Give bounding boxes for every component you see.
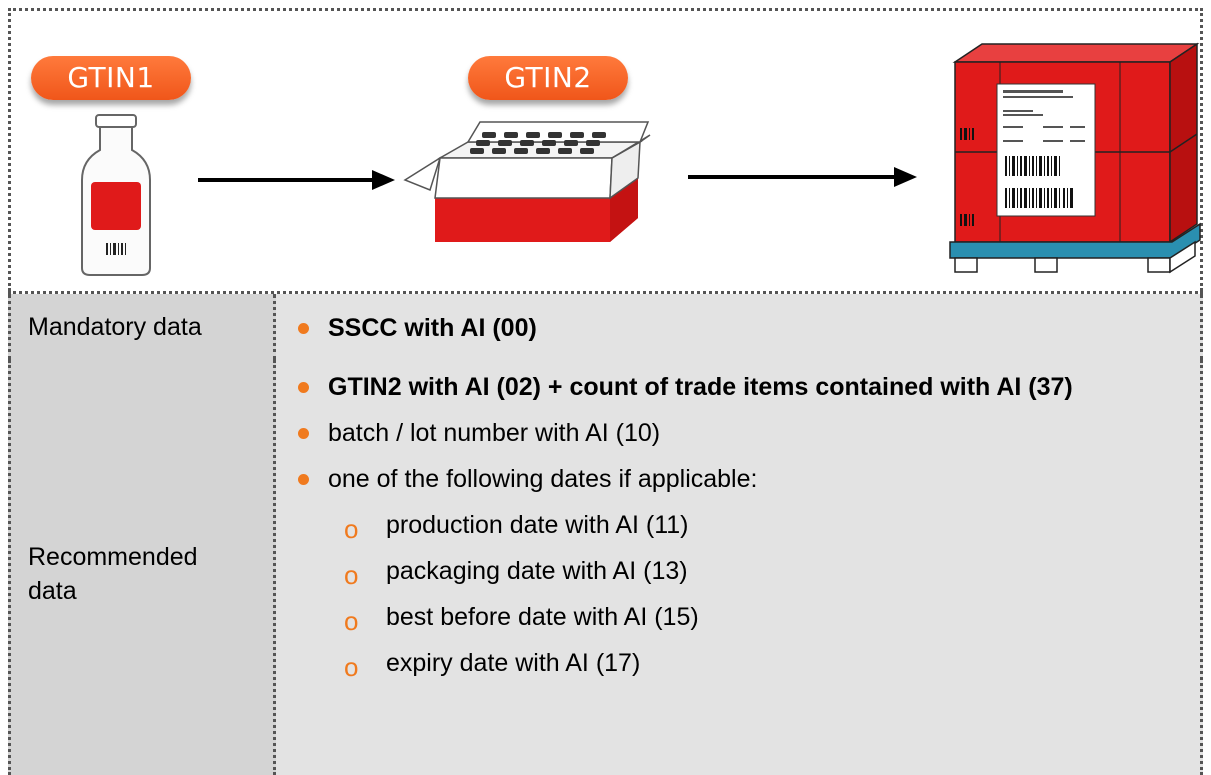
arrow-right-icon	[688, 167, 917, 187]
sub-list-item: o production date with AI (11)	[276, 508, 1200, 544]
case-box-icon	[403, 121, 651, 242]
sub-list-item: o best before date with AI (15)	[276, 600, 1200, 636]
sub-list-item: o packaging date with AI (13)	[276, 554, 1200, 590]
data-requirements-table: Mandatory data SSCC with AI (00) Recomme…	[8, 291, 1203, 775]
recommended-content: GTIN2 with AI (02) + count of trade item…	[276, 360, 1203, 775]
circle-bullet-icon: o	[344, 652, 359, 682]
sub-list-item-text: packaging date with AI (13)	[386, 557, 688, 585]
list-item: SSCC with AI (00)	[276, 311, 1200, 346]
recommended-label: Recommended data	[8, 360, 276, 775]
circle-bullet-icon: o	[344, 514, 359, 544]
gtin1-label: GTIN1	[31, 56, 191, 100]
bullet-icon	[298, 428, 309, 439]
pallet-icon	[949, 42, 1201, 274]
bullet-icon	[298, 474, 309, 485]
sub-list-item: o expiry date with AI (17)	[276, 646, 1200, 682]
bottle-icon	[81, 114, 151, 276]
mandatory-content: SSCC with AI (00)	[276, 294, 1203, 360]
bullet-icon	[298, 382, 309, 393]
circle-bullet-icon: o	[344, 560, 359, 590]
list-item-text: one of the following dates if applicable…	[328, 465, 758, 493]
list-item: one of the following dates if applicable…	[276, 462, 1200, 497]
recommended-label-line: Recommended	[28, 543, 198, 571]
supply-chain-illustration	[81, 42, 1201, 276]
list-item: batch / lot number with AI (10)	[276, 416, 1200, 451]
circle-bullet-icon: o	[344, 606, 359, 636]
arrow-right-icon	[198, 170, 395, 190]
illustration-panel	[8, 8, 1203, 291]
recommended-label-line: data	[28, 577, 77, 605]
mandatory-row: Mandatory data SSCC with AI (00)	[8, 291, 1203, 363]
recommended-row: Recommended data GTIN2 with AI (02) + co…	[8, 360, 1203, 775]
sub-list-item-text: production date with AI (11)	[386, 511, 689, 539]
list-item: GTIN2 with AI (02) + count of trade item…	[276, 370, 1200, 405]
gtin2-label: GTIN2	[468, 56, 628, 100]
mandatory-label: Mandatory data	[8, 294, 276, 360]
list-item-text: SSCC with AI (00)	[328, 314, 537, 342]
bullet-icon	[298, 323, 309, 334]
list-item-text: GTIN2 with AI (02) + count of trade item…	[328, 373, 1073, 401]
sub-list-item-text: expiry date with AI (17)	[386, 649, 641, 677]
sub-list-item-text: best before date with AI (15)	[386, 603, 699, 631]
list-item-text: batch / lot number with AI (10)	[328, 419, 661, 447]
